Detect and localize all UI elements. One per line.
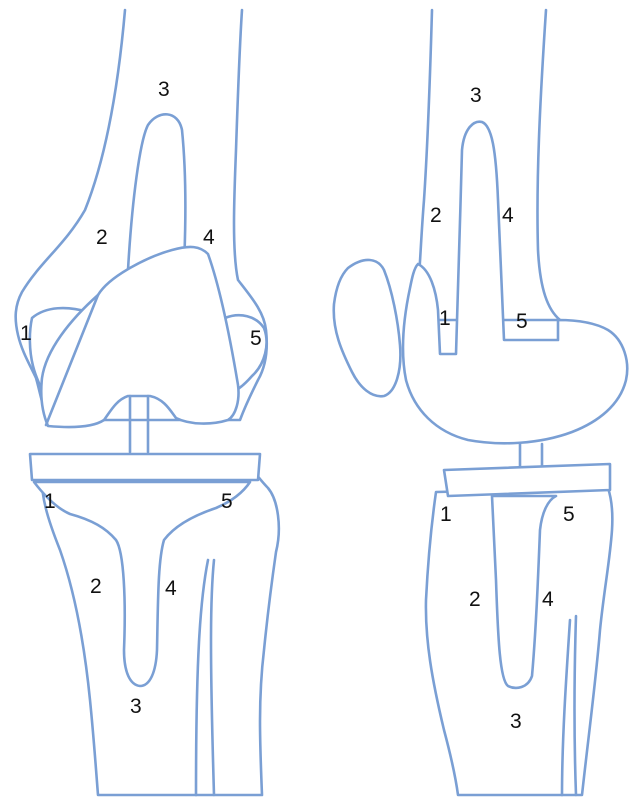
side-femoral-zone-2-label: 2 bbox=[430, 204, 442, 227]
front-femoral-zone-5-label: 5 bbox=[250, 327, 262, 350]
side-patella bbox=[334, 260, 401, 396]
front-femoral-zone-2-label: 2 bbox=[96, 226, 108, 249]
side-fibula-line-2 bbox=[575, 616, 577, 795]
front-femoral-zone-1-label: 1 bbox=[20, 322, 32, 345]
side-femoral-zone-3-label: 3 bbox=[470, 84, 482, 107]
front-tibial-tray bbox=[30, 454, 260, 480]
front-tibial-zone-4-label: 4 bbox=[165, 577, 177, 600]
side-tibial-zone-2-label: 2 bbox=[469, 588, 481, 611]
side-tibial-zone-4-label: 4 bbox=[542, 588, 554, 611]
side-femoral-zone-4-label: 4 bbox=[502, 204, 514, 227]
front-tibial-zone-3-label: 3 bbox=[130, 695, 142, 718]
side-view bbox=[334, 10, 627, 795]
side-femoral-zone-1-label: 1 bbox=[439, 307, 451, 330]
front-femoral-zone-4-label: 4 bbox=[203, 226, 215, 249]
side-femoral-zone-5-label: 5 bbox=[516, 310, 528, 333]
side-tibial-zone-3-label: 3 bbox=[510, 710, 522, 733]
front-tibial-zone-2-label: 2 bbox=[90, 575, 102, 598]
front-tibial-zone-5-label: 5 bbox=[221, 490, 233, 513]
front-tibial-zone-1-label: 1 bbox=[44, 490, 56, 513]
side-tibial-tray bbox=[444, 464, 610, 496]
side-tibial-zone-1-label: 1 bbox=[440, 503, 452, 526]
front-femoral-zone-3-label: 3 bbox=[158, 78, 170, 101]
front-view bbox=[16, 10, 279, 795]
side-tibial-zone-5-label: 5 bbox=[563, 503, 575, 526]
